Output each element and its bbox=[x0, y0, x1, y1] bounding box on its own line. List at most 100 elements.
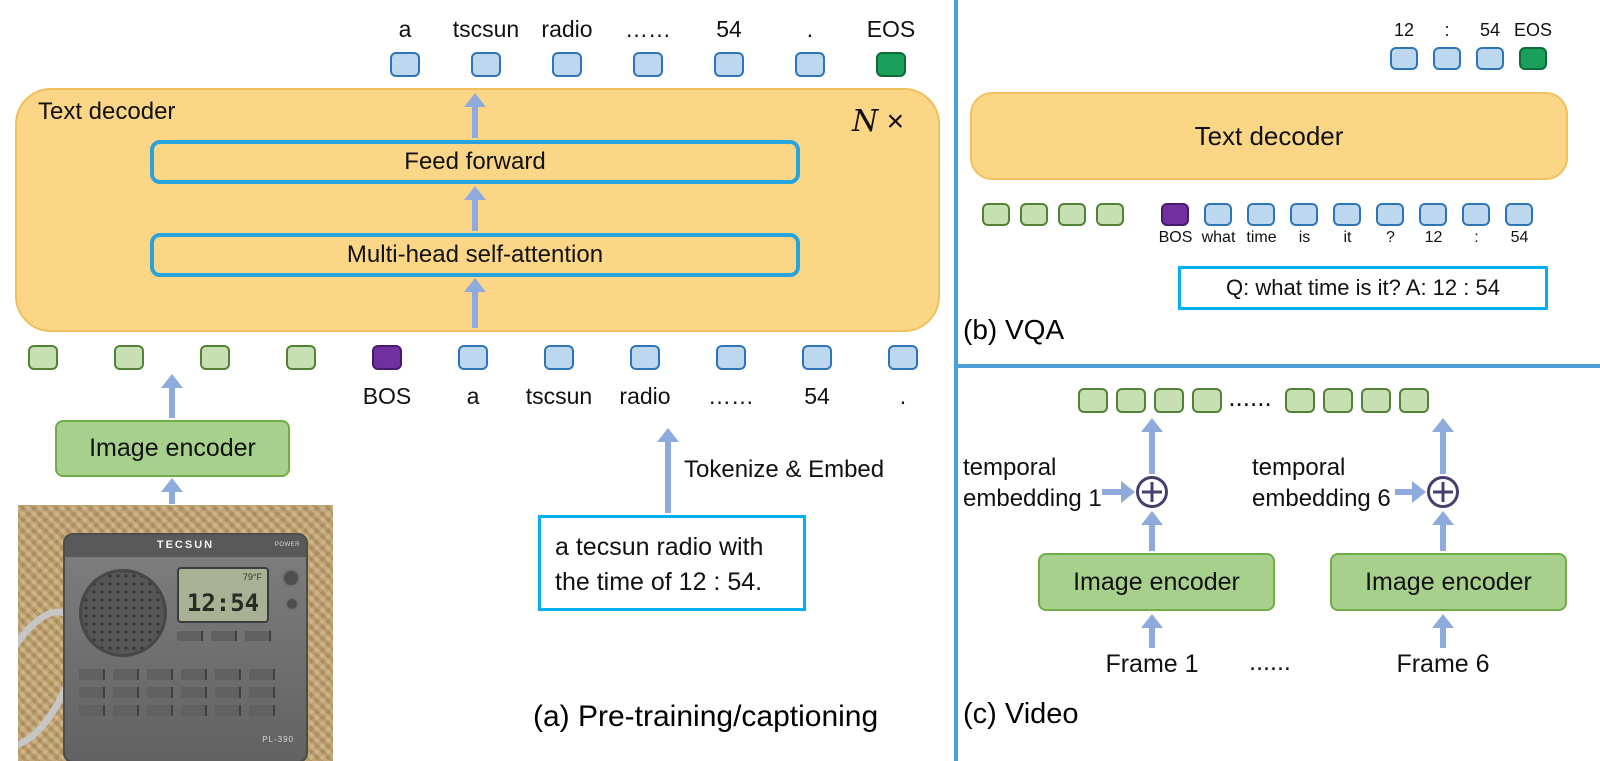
arrow-up-icon bbox=[1432, 511, 1454, 551]
vqa-output-token-row bbox=[1390, 47, 1547, 70]
temporal-line2: embedding 1 bbox=[963, 485, 1102, 512]
text-token bbox=[795, 52, 825, 77]
image-encoder-label: Image encoder bbox=[89, 434, 256, 462]
text-decoder-label: Text decoder bbox=[1194, 120, 1344, 151]
panel-a-caption: (a) Pre-training/captioning bbox=[533, 700, 879, 733]
image-token bbox=[1285, 388, 1315, 413]
times-symbol: × bbox=[886, 105, 905, 138]
bos-token bbox=[1161, 203, 1189, 226]
radio-buttons bbox=[79, 687, 283, 698]
vertical-divider bbox=[954, 0, 958, 761]
image-token bbox=[1116, 388, 1146, 413]
arrow-up-icon bbox=[464, 278, 486, 328]
text-token bbox=[1462, 203, 1490, 226]
input-word: 12 bbox=[1424, 229, 1443, 246]
output-word: . bbox=[806, 16, 814, 42]
arrow-right-icon bbox=[1395, 481, 1426, 503]
bos-token bbox=[372, 345, 402, 370]
radio-display: 79°F 12:54 bbox=[177, 567, 269, 623]
text-token bbox=[458, 345, 488, 370]
arrow-up-icon bbox=[1432, 614, 1454, 648]
video-token-row-2 bbox=[1285, 388, 1429, 413]
caption-text-line2: the time of 12 : 54. bbox=[555, 568, 763, 596]
radio-power-label: POWER bbox=[274, 542, 300, 548]
caption-text-box: a tecsun radio with the time of 12 : 54. bbox=[538, 515, 806, 611]
text-token bbox=[1476, 47, 1504, 70]
output-word: EOS bbox=[866, 16, 916, 42]
eos-token bbox=[876, 52, 906, 77]
text-token bbox=[716, 345, 746, 370]
temporal-line2: embedding 6 bbox=[1252, 485, 1391, 512]
input-token-row bbox=[28, 345, 918, 370]
text-token bbox=[1333, 203, 1361, 226]
output-word: radio bbox=[541, 16, 593, 42]
arrow-up-icon bbox=[657, 428, 679, 513]
image-token bbox=[28, 345, 58, 370]
arrow-right-icon bbox=[1102, 481, 1135, 503]
image-token bbox=[1192, 388, 1222, 413]
radio-buttons bbox=[79, 705, 283, 716]
input-word: ? bbox=[1386, 229, 1395, 246]
image-token bbox=[200, 345, 230, 370]
image-encoder-box: Image encoder bbox=[55, 420, 290, 477]
temporal-line1: temporal bbox=[963, 454, 1057, 481]
input-word: time bbox=[1246, 229, 1277, 246]
radio-knob bbox=[285, 597, 299, 611]
temporal-embedding-1-label: temporal embedding 1 bbox=[963, 452, 1102, 514]
text-token bbox=[552, 52, 582, 77]
text-token bbox=[802, 345, 832, 370]
radio-buttons bbox=[177, 631, 277, 641]
image-token bbox=[1154, 388, 1184, 413]
input-word: …… bbox=[708, 383, 754, 409]
vqa-output-word-row: 12 : 54 EOS bbox=[1383, 20, 1554, 41]
oplus-icon bbox=[1427, 476, 1459, 508]
output-word: …… bbox=[625, 16, 671, 42]
radio-body: TECSUN POWER 79°F 12:54 PL-390 bbox=[63, 533, 308, 761]
frame-1-label: Frame 1 bbox=[1105, 650, 1199, 678]
output-word: tscsun bbox=[452, 16, 520, 42]
video-token-ellipsis: ...... bbox=[1228, 382, 1272, 412]
feed-forward-label: Feed forward bbox=[404, 148, 546, 175]
n-symbol: N bbox=[852, 104, 879, 139]
image-token bbox=[1361, 388, 1391, 413]
radio-display-temp: 79°F bbox=[242, 572, 262, 582]
input-word: . bbox=[899, 383, 907, 409]
radio-photo: TECSUN POWER 79°F 12:54 PL-390 bbox=[18, 505, 333, 761]
text-token bbox=[1505, 203, 1533, 226]
output-word: : bbox=[1444, 20, 1450, 40]
eos-token bbox=[1519, 47, 1547, 70]
image-token bbox=[1096, 203, 1124, 226]
output-token-row bbox=[390, 52, 906, 77]
input-word: a bbox=[466, 383, 480, 409]
arrow-up-icon bbox=[1141, 614, 1163, 648]
image-token bbox=[1058, 203, 1086, 226]
radio-top-panel bbox=[65, 535, 306, 557]
image-encoder-label: Image encoder bbox=[1073, 567, 1240, 596]
text-token bbox=[1247, 203, 1275, 226]
input-word: 54 bbox=[1510, 229, 1529, 246]
radio-brand-label: TECSUN bbox=[156, 539, 215, 551]
text-decoder-label: Text decoder bbox=[38, 98, 176, 125]
output-word: 12 bbox=[1393, 20, 1415, 40]
text-token bbox=[1419, 203, 1447, 226]
text-token bbox=[1433, 47, 1461, 70]
image-encoder-label: Image encoder bbox=[1365, 567, 1532, 596]
text-token bbox=[714, 52, 744, 77]
text-token bbox=[1390, 47, 1418, 70]
image-encoder-box-2: Image encoder bbox=[1330, 553, 1567, 611]
radio-display-time: 12:54 bbox=[186, 589, 260, 617]
arrow-up-icon bbox=[464, 93, 486, 138]
feed-forward-box: Feed forward bbox=[150, 140, 800, 184]
qa-text-box: Q: what time is it? A: 12 : 54 bbox=[1178, 266, 1548, 310]
output-word: a bbox=[398, 16, 412, 42]
horizontal-divider bbox=[954, 364, 1600, 368]
image-token bbox=[286, 345, 316, 370]
radio-buttons bbox=[79, 669, 283, 680]
panel-b-caption: (b) VQA bbox=[963, 314, 1065, 345]
arrow-up-icon bbox=[1432, 418, 1454, 474]
radio-knob bbox=[282, 569, 300, 587]
text-token bbox=[633, 52, 663, 77]
input-word: 54 bbox=[804, 383, 830, 409]
text-token bbox=[1290, 203, 1318, 226]
input-word: is bbox=[1298, 229, 1311, 246]
